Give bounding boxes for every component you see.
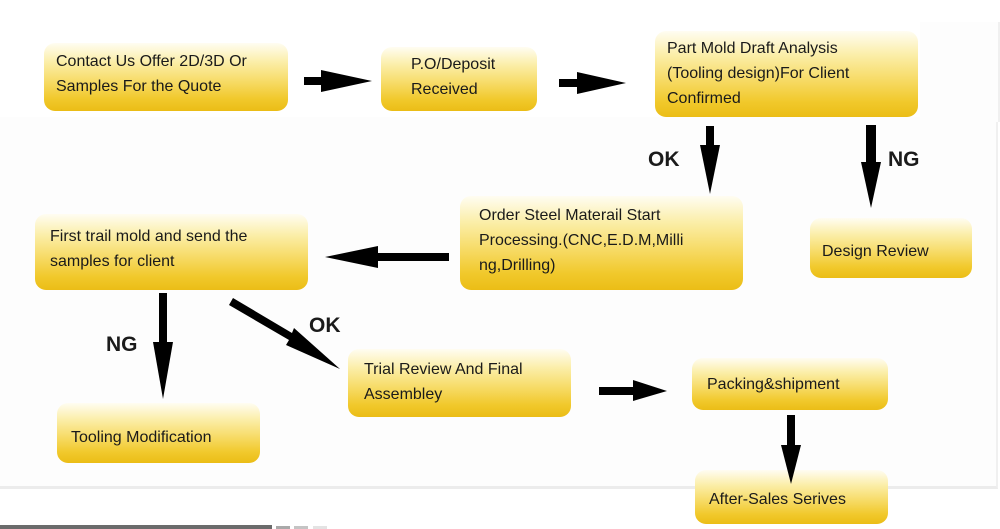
arrow-analysis-to-design-review xyxy=(861,125,881,208)
step-design-review-text: Design Review xyxy=(822,243,929,260)
arrow-po-to-analysis xyxy=(559,72,626,94)
arrow-packing-to-after-sales xyxy=(781,415,801,484)
step-trial-review-text: Trial Review And Final Assembley xyxy=(364,361,523,403)
arrow-first-trail-to-tooling-mod xyxy=(153,293,173,399)
arrow-contact-to-po xyxy=(304,70,372,92)
background-panel-edge xyxy=(920,22,1000,122)
arrow-analysis-to-order-steel xyxy=(700,126,720,194)
step-design-review: Design Review xyxy=(810,218,972,278)
step-after-sales-text: After-Sales Serives xyxy=(709,491,846,508)
step-mold-draft-analysis-text: Part Mold Draft Analysis (Tooling design… xyxy=(667,40,850,107)
bottom-bar xyxy=(0,525,272,529)
arrow-order-steel-to-first-trail xyxy=(325,246,449,268)
step-order-steel: Order Steel Materail Start Processing.(C… xyxy=(460,196,743,290)
step-po-deposit-text: P.O/Deposit Received xyxy=(411,56,496,98)
step-order-steel-text: Order Steel Materail Start Processing.(C… xyxy=(479,207,684,274)
step-tooling-modification: Tooling Modification xyxy=(57,403,260,463)
step-packing-shipment-text: Packing&shipment xyxy=(707,376,840,393)
step-first-trail-mold: First trail mold and send the samples fo… xyxy=(35,214,308,290)
label-trail-ng: NG xyxy=(106,333,138,356)
step-packing-shipment: Packing&shipment xyxy=(692,358,888,410)
step-first-trail-mold-text: First trail mold and send the samples fo… xyxy=(50,228,248,270)
step-mold-draft-analysis: Part Mold Draft Analysis (Tooling design… xyxy=(655,31,918,117)
label-analysis-ok: OK xyxy=(648,148,680,171)
arrow-trial-review-to-packing xyxy=(599,380,667,401)
label-trail-ok: OK xyxy=(309,314,341,337)
step-contact: Contact Us Offer 2D/3D Or Samples For th… xyxy=(44,43,288,111)
label-analysis-ng: NG xyxy=(888,148,920,171)
bottom-bar-segment xyxy=(294,526,308,529)
bottom-bar-segment xyxy=(313,526,327,529)
step-po-deposit: P.O/Deposit Received xyxy=(381,47,537,111)
step-contact-text: Contact Us Offer 2D/3D Or Samples For th… xyxy=(56,53,247,95)
arrow-first-trail-to-trial-review xyxy=(229,298,340,369)
bottom-bar-segment xyxy=(276,526,290,529)
step-tooling-modification-text: Tooling Modification xyxy=(71,429,212,446)
step-trial-review: Trial Review And Final Assembley xyxy=(348,349,571,417)
